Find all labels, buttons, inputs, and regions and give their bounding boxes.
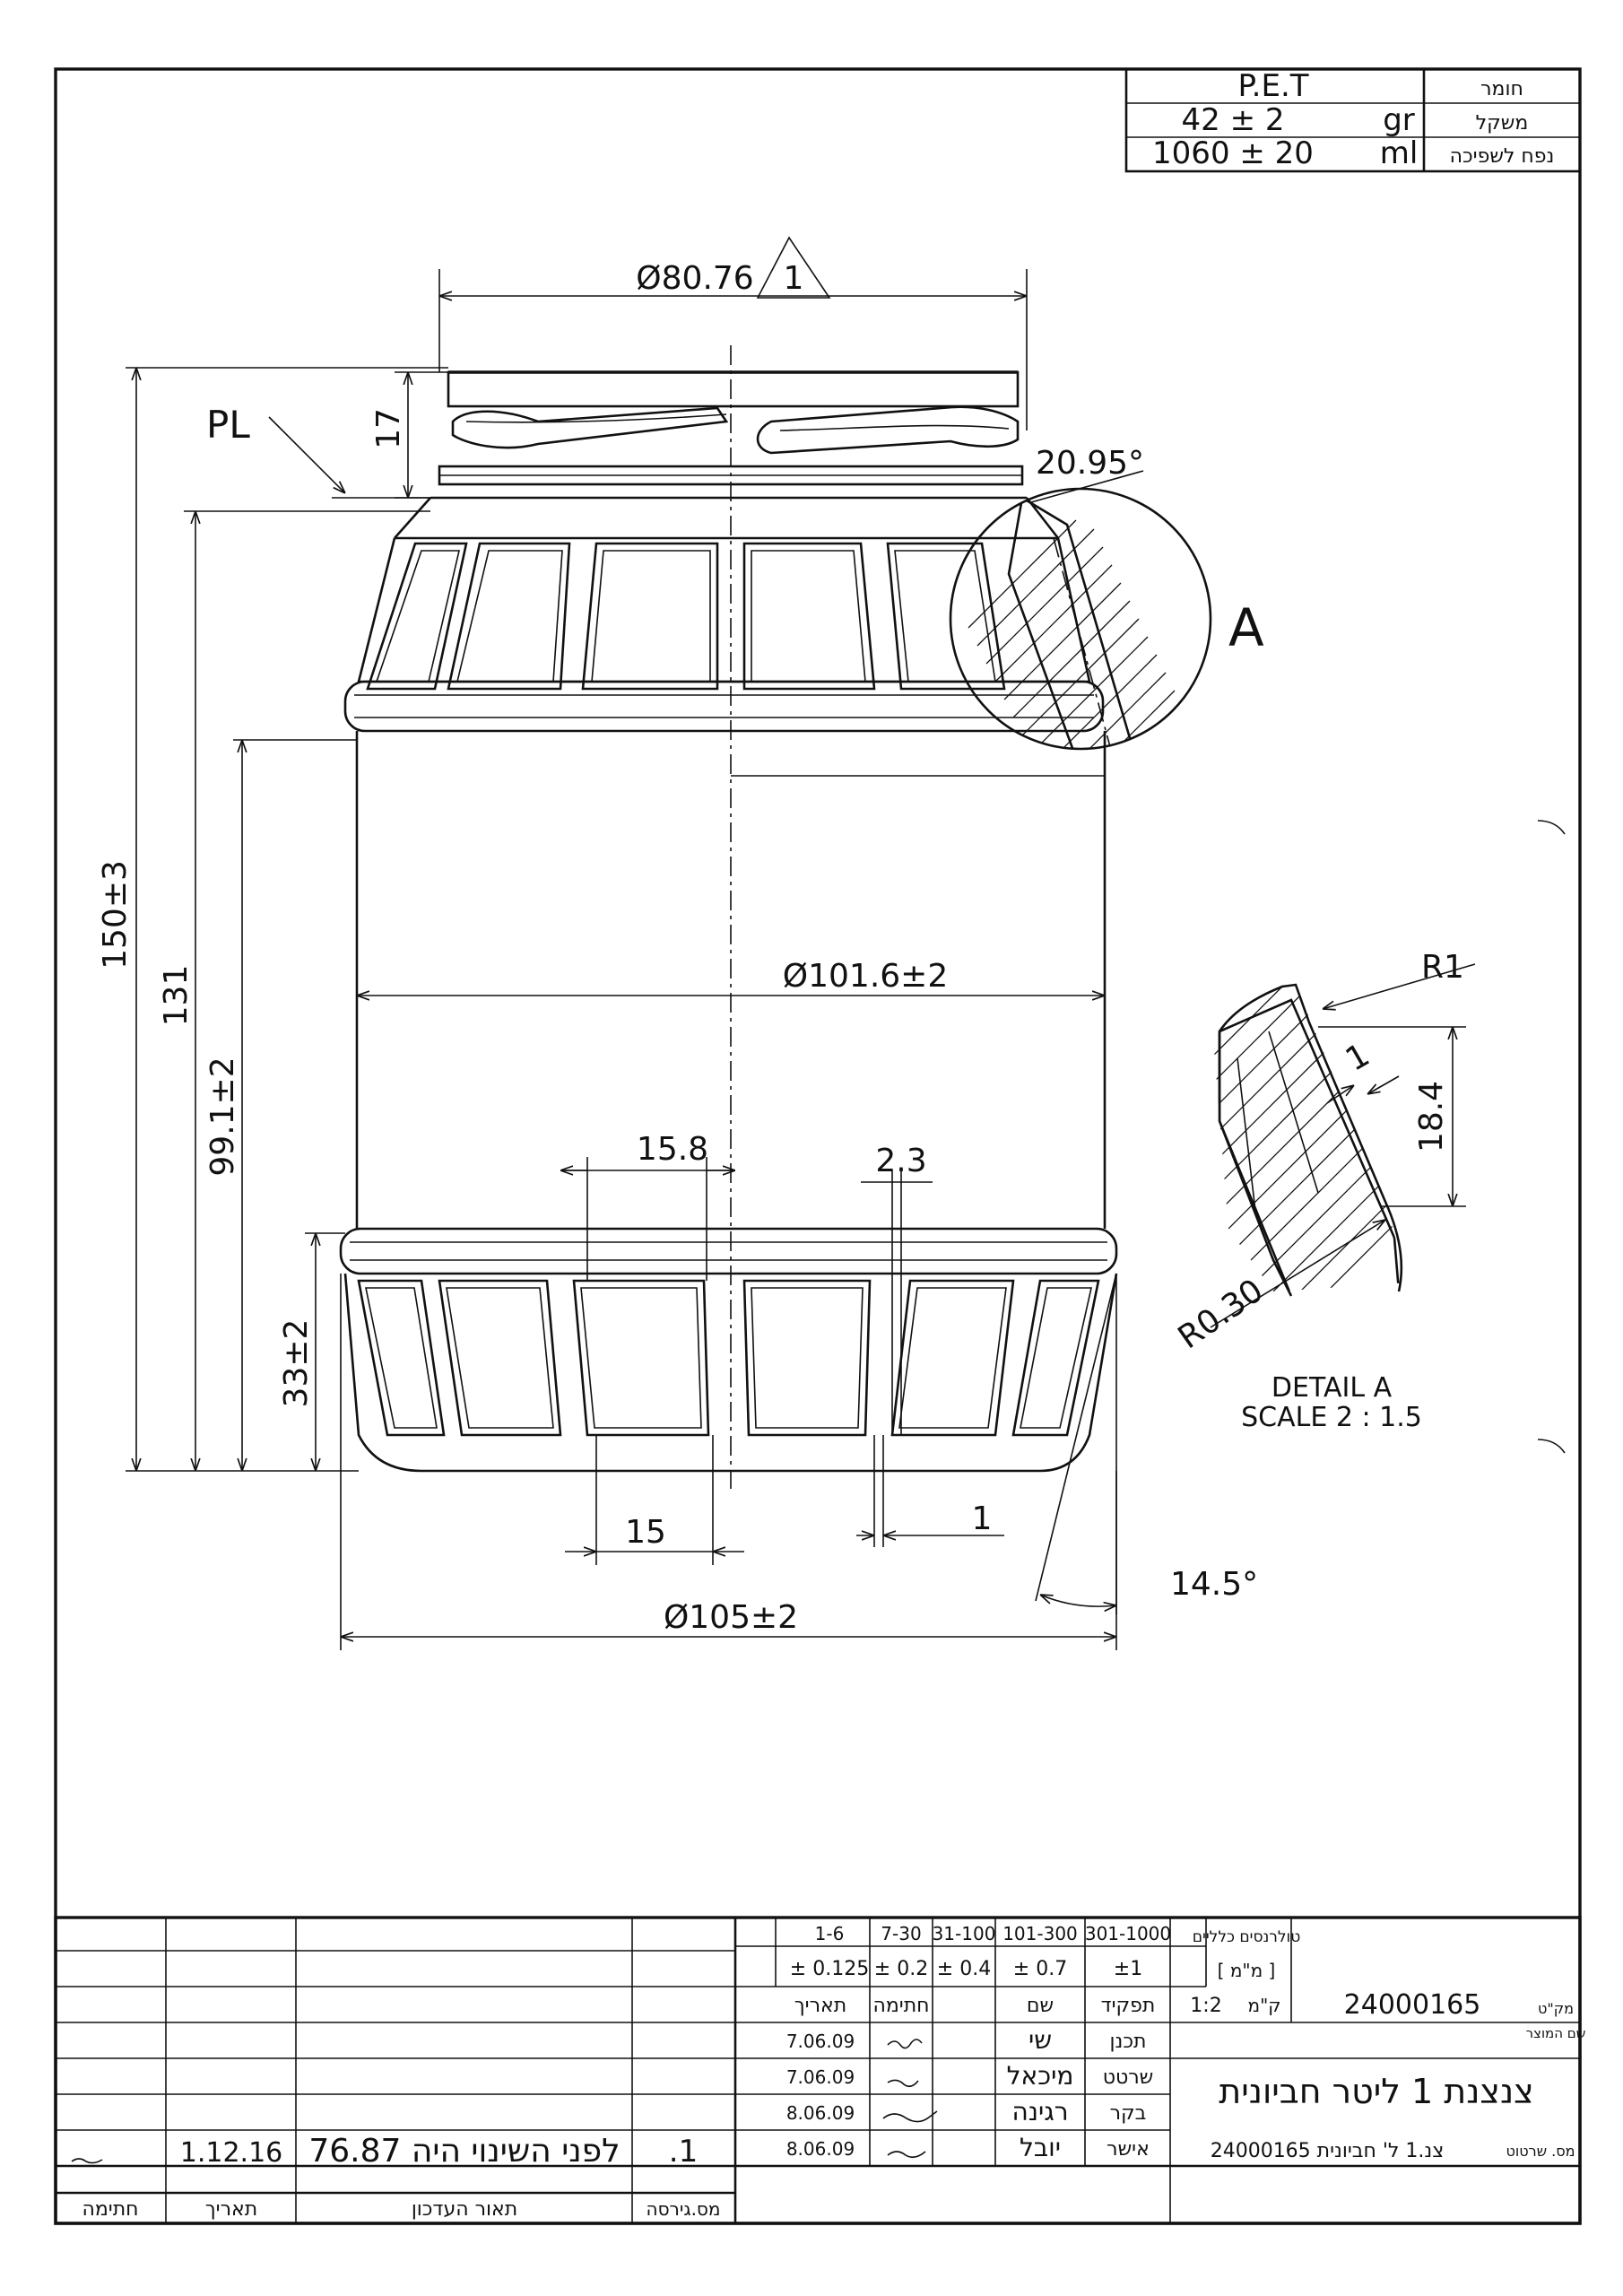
base-angle-label: 14.5° — [1170, 1566, 1258, 1603]
part-number: 24000165 — [1344, 1989, 1481, 2021]
wall-thickness-label: 1 — [1340, 1037, 1376, 1079]
detail-length-label: 18.4 — [1413, 1081, 1450, 1152]
scale-value: 1:2 — [1190, 1995, 1221, 2017]
base-diameter-label: Ø105±2 — [664, 1599, 798, 1636]
panel-width-top-label: 15.8 — [637, 1131, 708, 1168]
revision-description: לפני השינוי היה 76.87 — [308, 2133, 620, 2170]
drawing-number: צנ.1 ל' חביונית 24000165 — [1211, 2140, 1445, 2162]
tolerance-range-2: 7-30 — [881, 1923, 921, 1944]
signatures — [71, 2039, 938, 2164]
volume-value: 1060 ± 20 — [1152, 135, 1314, 171]
material-value: P.E.T — [1237, 68, 1308, 104]
neck-diameter-label: Ø80.76 — [636, 260, 753, 297]
detail-a-scale: SCALE 2 : 1.5 — [1241, 1402, 1422, 1433]
rib-gap-label: 1 — [972, 1500, 993, 1537]
product-name: צנצנת 1 ליטר חביונית — [1219, 2072, 1533, 2111]
margin-mark — [1537, 1439, 1566, 1454]
tolerance-value-4: ± 0.7 — [1013, 1958, 1067, 1980]
volume-unit: ml — [1380, 135, 1419, 171]
revision-number: .1 — [669, 2134, 698, 2170]
detail-a-title: DETAIL A — [1271, 1372, 1393, 1404]
dimensions: Ø80.76 1 PL 17 20.95° A 150±3 131 99.1±2 — [97, 236, 1264, 1650]
product-name-label: שם המוצר — [1526, 2025, 1586, 2041]
part-number-label: מק"ט — [1538, 2000, 1574, 2017]
pl-label: PL — [206, 403, 250, 447]
detail-callout: A — [1228, 597, 1264, 658]
signoff-date: 7.06.09 — [786, 2066, 855, 2088]
signoff-row-1: 7.06.09 שי תכנן — [786, 2025, 1147, 2055]
margin-mark — [1537, 820, 1566, 835]
tolerance-value-3: ± 0.4 — [937, 1958, 991, 1980]
detail-a-circle — [949, 487, 1212, 751]
weight-value: 42 ± 2 — [1182, 102, 1285, 138]
revision-date: 1.12.16 — [180, 2137, 283, 2169]
height-99-label: 99.1±2 — [204, 1057, 241, 1176]
col-date-header: תאריך — [794, 1995, 846, 2017]
signoff-name: יובל — [1020, 2133, 1061, 2162]
tolerance-range-3: 31-100 — [933, 1923, 996, 1944]
signoff-row-4: 8.06.09 יובל אישר — [786, 2133, 1150, 2162]
signoff-name: רגינה — [1011, 2097, 1068, 2126]
sheet-border — [54, 67, 1582, 2225]
signoff-role: אישר — [1107, 2138, 1150, 2161]
signoff-date: 8.06.09 — [786, 2138, 855, 2160]
signoff-date: 7.06.09 — [786, 2031, 855, 2052]
tolerance-unit: [ מ"מ ] — [1218, 1960, 1276, 1981]
panel-width-bottom-label: 15 — [625, 1514, 666, 1551]
signoff-row-3: 8.06.09 רגינה בקר — [786, 2097, 1147, 2126]
scale-label: ק"מ — [1248, 1995, 1281, 2016]
signoff-name: מיכאל — [1007, 2061, 1074, 2091]
revision-marker: 1 — [784, 260, 804, 297]
material-box: P.E.T חומר 42 ± 2 gr משקל 1060 ± 20 ml נ… — [1124, 67, 1582, 173]
title-block: 1-6 7-30 31-100 101-300 301-1000 טולרנסי… — [54, 1916, 1586, 2225]
signoff-date: 8.06.09 — [786, 2102, 855, 2124]
upper-panels — [366, 542, 1006, 691]
tolerance-range-1: 1-6 — [815, 1923, 845, 1944]
volume-label: נפח לשפיכה — [1450, 145, 1555, 168]
tolerance-label: טולרנסים כלליים — [1193, 1928, 1300, 1946]
body-diameter-label: Ø101.6±2 — [783, 958, 948, 995]
signoff-role: שרטט — [1103, 2066, 1154, 2089]
height-131-label: 131 — [158, 965, 195, 1027]
detail-a-view: R1 1 18.4 R0.30 DETAIL A SCALE 2 : 1.5 — [1172, 949, 1476, 1433]
tolerance-value-2: ± 0.2 — [874, 1958, 928, 1980]
signoff-name: שי — [1028, 2025, 1052, 2055]
lower-panels — [357, 1279, 1100, 1437]
signoff-row-2: 7.06.09 מיכאל שרטט — [786, 2061, 1153, 2091]
neck-height-label: 17 — [370, 408, 407, 449]
rev-header-description: תאור העדכון — [412, 2198, 517, 2221]
rev-header-signature: חתימה — [82, 2198, 138, 2221]
radius-bottom-label: R0.30 — [1172, 1272, 1271, 1356]
signoff-role: בקר — [1110, 2102, 1147, 2125]
radius-top-label: R1 — [1421, 949, 1464, 986]
tolerance-range-5: 301-1000 — [1085, 1923, 1171, 1944]
material-label: חומר — [1480, 78, 1523, 100]
rev-header-version: מס.גירסה — [647, 2198, 721, 2220]
tolerance-range-4: 101-300 — [1002, 1923, 1078, 1944]
neck-angle-label: 20.95° — [1036, 445, 1144, 482]
weight-unit: gr — [1383, 102, 1415, 138]
rib-width-label: 2.3 — [875, 1143, 926, 1179]
col-name-header: שם — [1027, 1995, 1054, 2017]
rev-header-date: תאריך — [205, 2198, 257, 2221]
weight-label: משקל — [1476, 112, 1529, 135]
drawing-number-label: מס. שרטוט — [1506, 2143, 1575, 2160]
total-height-label: 150±3 — [97, 860, 134, 970]
jar-outline — [339, 345, 1212, 1489]
tolerance-value-1: ± 0.125 — [790, 1958, 869, 1980]
signoff-role: תכנן — [1110, 2031, 1147, 2053]
col-signature-header: חתימה — [872, 1995, 929, 2017]
tolerance-value-5: ±1 — [1114, 1958, 1142, 1980]
base-band-height-label: 33±2 — [278, 1319, 315, 1408]
col-role-header: תפקיד — [1101, 1995, 1156, 2017]
